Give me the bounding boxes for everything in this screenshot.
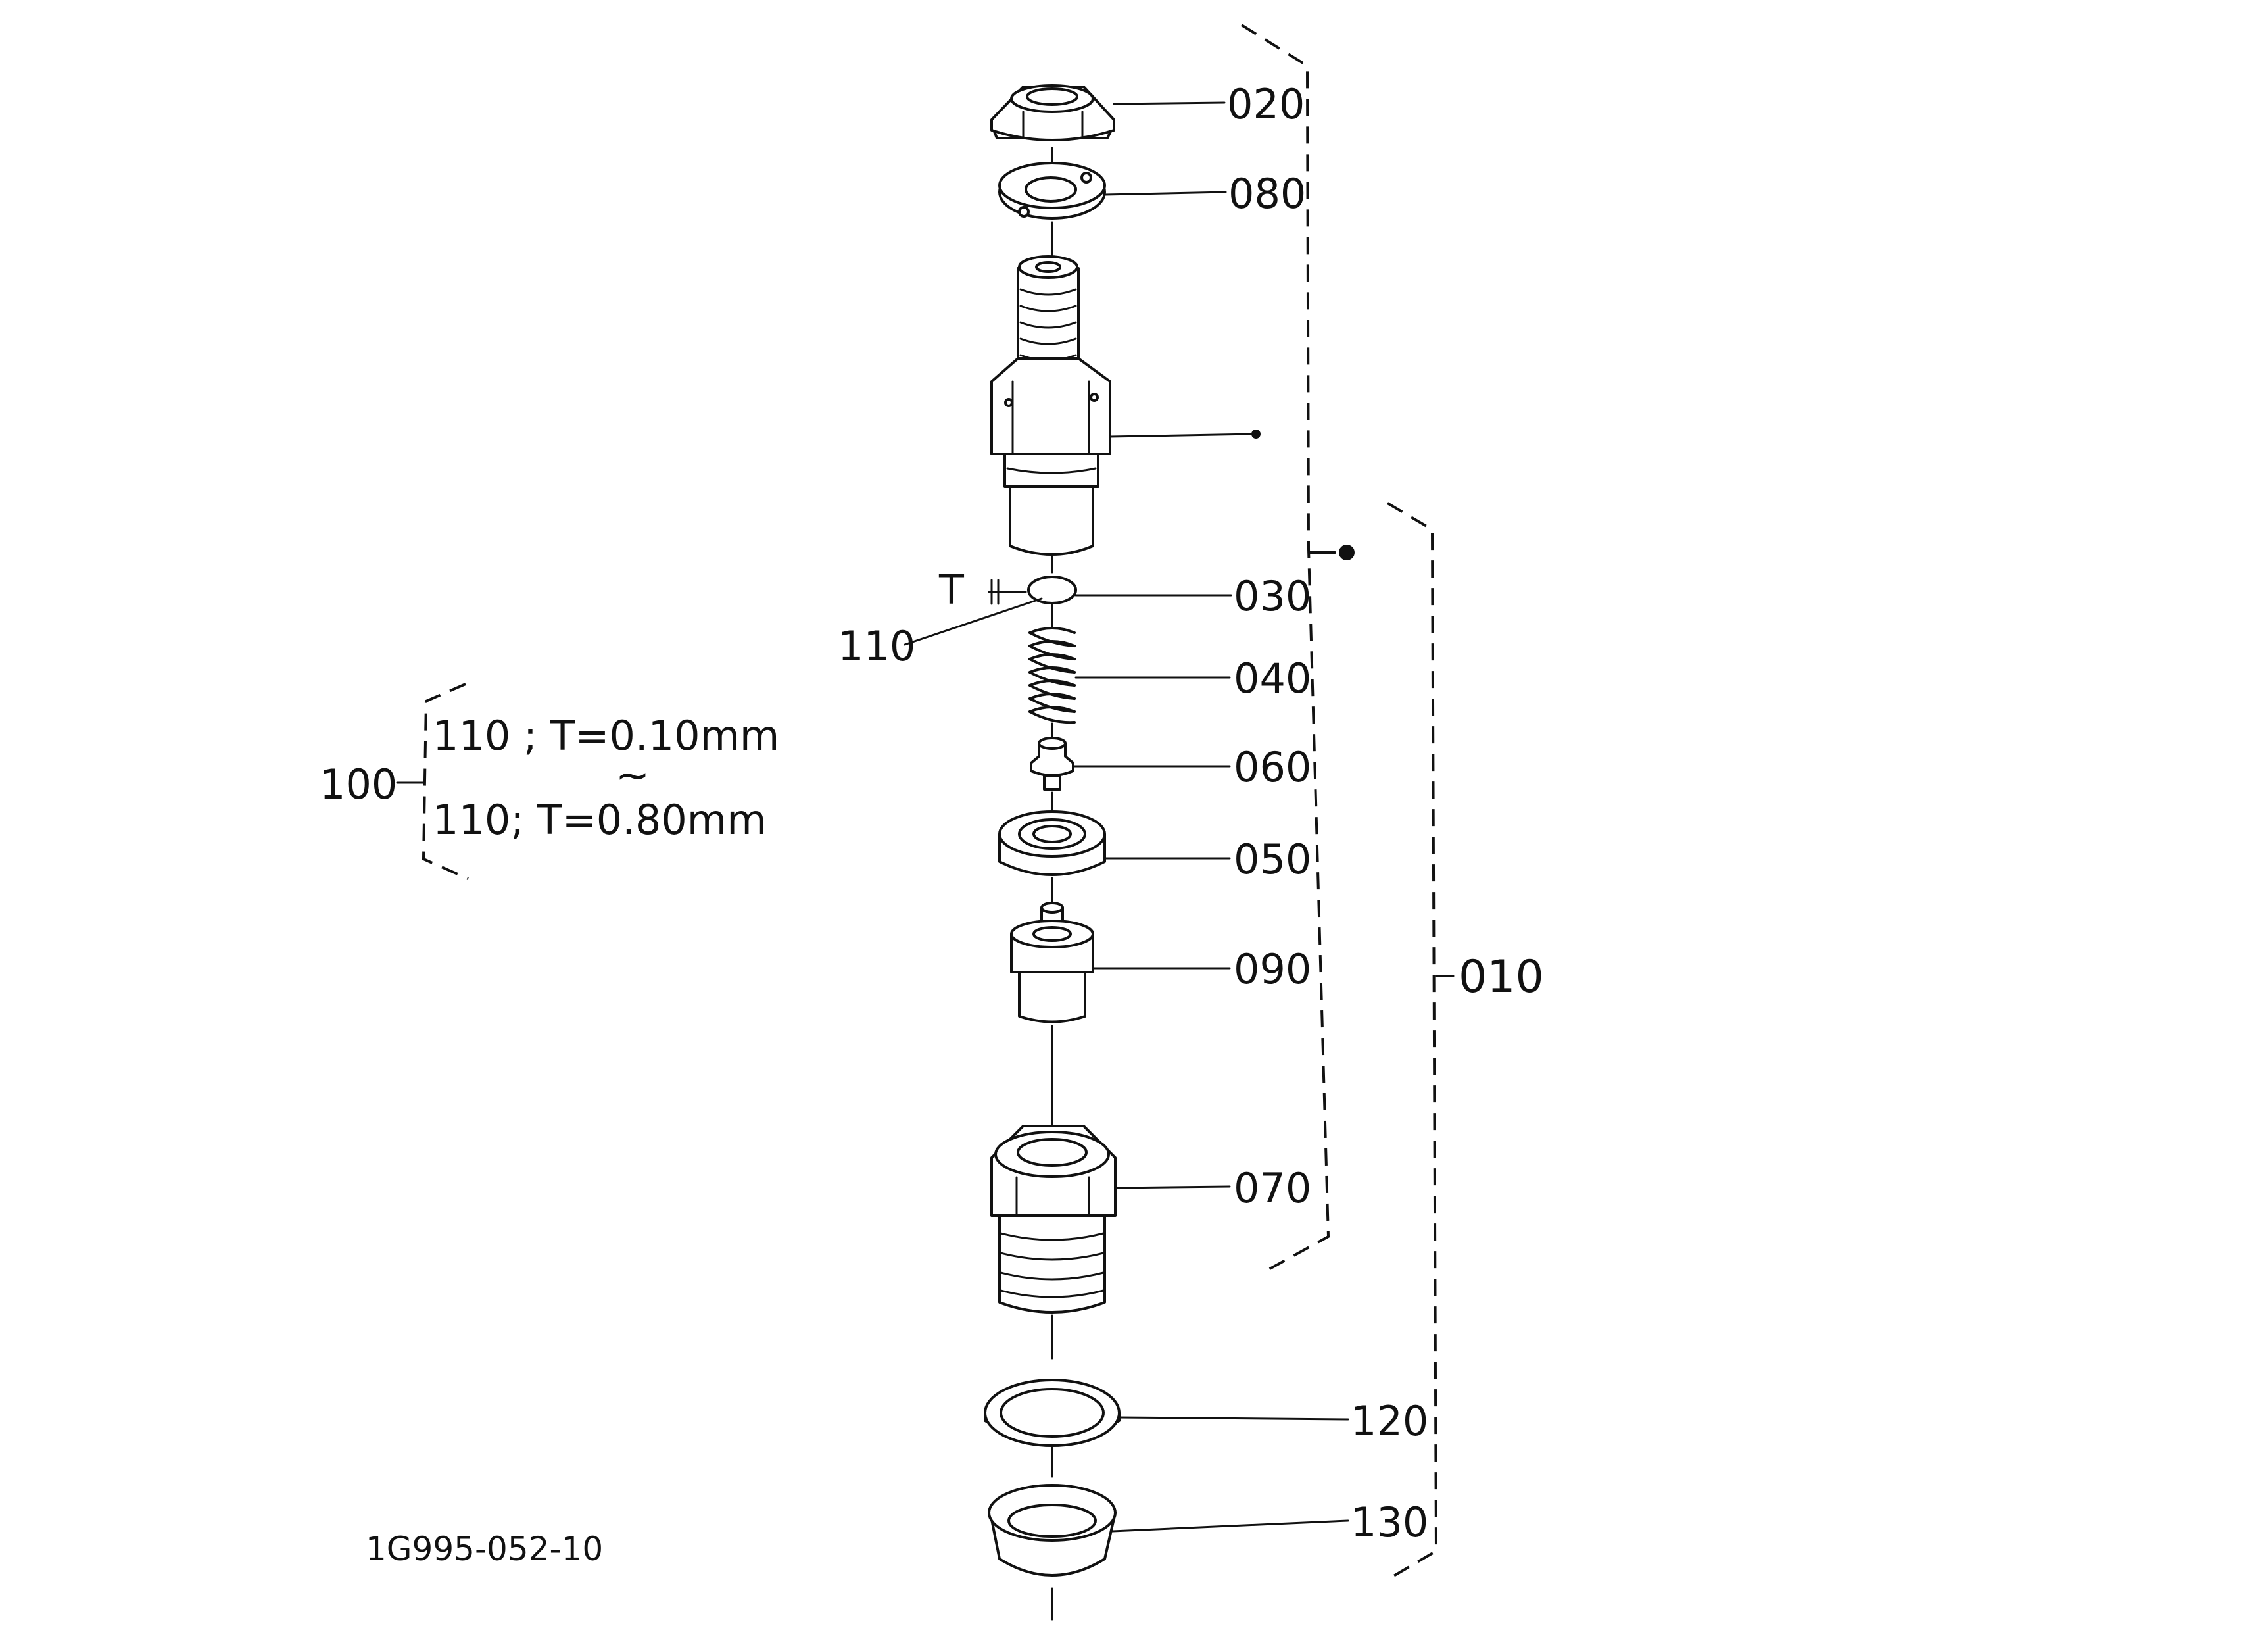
leader-lines: [904, 101, 1349, 1533]
callout-130: 130: [1351, 1498, 1428, 1546]
callout-090: 090: [1234, 945, 1311, 993]
shim-row-last: 110; T=0.80mm: [433, 796, 767, 844]
callout-040: 040: [1234, 654, 1311, 702]
callout-020: 020: [1227, 80, 1305, 128]
sub-assembly-dot-marker: [1251, 430, 1261, 439]
t-marker: T: [938, 566, 965, 614]
heat-protector-130: [988, 1484, 1117, 1577]
nozzle-090: [1010, 902, 1094, 1023]
gasket-120: [984, 1379, 1121, 1447]
assembly-dot-marker: [1339, 545, 1355, 560]
shim-row-first: 110 ; T=0.10mm: [433, 712, 779, 760]
spring-040: [1028, 627, 1076, 724]
retaining-nut-070: [990, 1125, 1117, 1314]
callout-010: 010: [1459, 951, 1544, 1003]
washer-080: [998, 162, 1106, 220]
callout-050: 050: [1234, 835, 1311, 883]
callout-060: 060: [1234, 743, 1311, 791]
distance-piece-050: [998, 810, 1106, 876]
nozzle-holder-body: [990, 255, 1111, 556]
group-brackets: [396, 24, 1455, 1579]
shim-030: [1027, 576, 1077, 604]
callout-030: 030: [1234, 572, 1311, 620]
callout-120: 120: [1351, 1397, 1428, 1445]
callout-100: 100: [320, 760, 397, 808]
cap-nut-020: [990, 84, 1115, 141]
drawing-number: 1G995-052-10: [366, 1530, 603, 1568]
shim-thickness-table: 110 ; T=0.10mm ~ 110; T=0.80mm: [433, 712, 779, 844]
shim-range-tilde: ~: [615, 751, 650, 799]
callout-070: 070: [1234, 1164, 1311, 1212]
callout-080: 080: [1228, 170, 1306, 218]
callout-110: 110: [838, 622, 915, 670]
callout-labels: 020 080 030 110 T 040 060 050 090 070 12…: [320, 80, 1544, 1546]
spring-seat-060: [1030, 737, 1074, 791]
